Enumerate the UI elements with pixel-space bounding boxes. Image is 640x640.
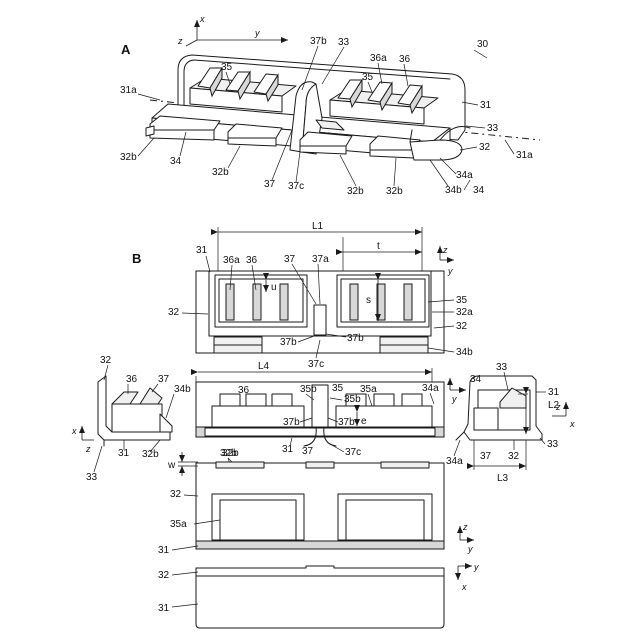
dim-u: u (271, 282, 277, 293)
dim-e: e (361, 416, 367, 427)
lv-33: 33 (86, 472, 98, 483)
fv-37c: 37c (345, 447, 361, 458)
axis-left-z: z (85, 444, 91, 454)
fv-35b-left: 35b (300, 384, 317, 395)
tv-37a: 37a (312, 254, 329, 265)
callout-31a-right: 31a (516, 150, 533, 161)
axis-left-x: x (71, 426, 77, 436)
rv-34: 34 (470, 374, 482, 385)
tv-37b-left: 37b (280, 337, 297, 348)
sv-32: 32 (158, 570, 170, 581)
callout-32b-3: 32b (347, 186, 364, 197)
rv-32: 32 (508, 451, 520, 462)
lv-37: 37 (158, 374, 170, 385)
sv-31: 31 (158, 603, 170, 614)
fv-31: 31 (282, 444, 294, 455)
callout-31a-left: 31a (120, 85, 137, 96)
figure-a: A 30 x y z (120, 14, 540, 197)
right-view: L2 L3 z x y 34 33 31 33 34a 37 32 (446, 362, 575, 484)
side-view: y x 32 31 (158, 562, 479, 628)
axis-a-z: z (177, 36, 183, 46)
callout-37c: 37c (288, 181, 304, 192)
lv-32: 32 (100, 355, 112, 366)
dim-L1: L1 (312, 221, 324, 232)
lv-32b: 32b (142, 449, 159, 460)
callout-37b: 37b (310, 36, 327, 47)
rv-33-top: 33 (496, 362, 508, 373)
bv-32: 32 (170, 489, 182, 500)
figure-b-label: B (132, 251, 141, 266)
tv-35: 35 (456, 295, 468, 306)
tv-37b-right: 37b (347, 333, 364, 344)
fv-35a: 35a (360, 384, 377, 395)
tv-31: 31 (196, 245, 208, 256)
callout-32b-1: 32b (120, 152, 137, 163)
callout-32b-4: 32b (386, 186, 403, 197)
axis-bottom-z: z (462, 522, 468, 532)
callout-32: 32 (479, 142, 491, 153)
rv-33-bottom: 33 (547, 439, 559, 450)
callout-37: 37 (264, 179, 276, 190)
fv-37b-left: 37b (283, 417, 300, 428)
figure-b: B L1 t (71, 221, 575, 628)
callout-33-right: 33 (487, 123, 499, 134)
lv-36: 36 (126, 374, 138, 385)
axis-a-y: y (254, 28, 260, 38)
dim-w: w (167, 460, 176, 471)
callout-32b-2: 32b (212, 167, 229, 178)
axis-right-x: x (569, 419, 575, 429)
fv-34a: 34a (422, 383, 439, 394)
axis-right-y: y (451, 394, 457, 404)
dim-L4: L4 (258, 361, 270, 372)
tv-37: 37 (284, 254, 296, 265)
fv-37: 37 (302, 446, 314, 457)
callout-34b: 34b (445, 185, 462, 196)
bv-31: 31 (158, 545, 170, 556)
callout-35-right: 35 (362, 72, 374, 83)
axis-a-x: x (199, 14, 205, 24)
bv-35a: 35a (170, 519, 187, 530)
end-34 (410, 140, 462, 160)
axis-side-x: x (461, 582, 467, 592)
tv-32-right: 32 (456, 321, 468, 332)
fv-36: 36 (238, 385, 250, 396)
ref-30: 30 (477, 39, 489, 50)
top-view: L1 t u s z y 31 36a 36 37 37a 35 32a (168, 221, 473, 370)
lv-34b: 34b (174, 384, 191, 395)
callout-34-right: 34 (473, 185, 485, 196)
bottom-view: w z y 32b 32 35a 31 (158, 448, 474, 556)
rv-37: 37 (480, 451, 492, 462)
axis-bottom-y: y (467, 544, 473, 554)
dim-t: t (377, 241, 380, 252)
axis-top-y: y (447, 266, 453, 276)
callout-31: 31 (480, 100, 492, 111)
dim-L3: L3 (497, 473, 509, 484)
fv-35: 35 (332, 383, 344, 394)
fv-37b-right: 37b (338, 417, 355, 428)
callout-34a: 34a (456, 170, 473, 181)
dim-s: s (366, 295, 371, 306)
axis-right-z: z (555, 402, 561, 412)
tv-32a: 32a (456, 307, 473, 318)
tv-36: 36 (246, 255, 258, 266)
axis-top-z: z (442, 245, 448, 255)
callout-34-left: 34 (170, 156, 182, 167)
fv-35b-right: 35b (344, 394, 361, 405)
tv-37c: 37c (308, 359, 324, 370)
callout-36a: 36a (370, 53, 387, 64)
callout-36: 36 (399, 54, 411, 65)
figure-a-label: A (121, 42, 131, 57)
rv-31: 31 (548, 387, 560, 398)
axis-side-y: y (473, 562, 479, 572)
tv-34b: 34b (456, 347, 473, 358)
bv-32b: 32b (222, 448, 239, 459)
callout-35-left: 35 (221, 62, 233, 73)
axes-a: x y z (177, 14, 288, 46)
rv-34a: 34a (446, 456, 463, 467)
tv-36a: 36a (223, 255, 240, 266)
tv-32-left: 32 (168, 307, 180, 318)
callout-33-top: 33 (338, 37, 350, 48)
